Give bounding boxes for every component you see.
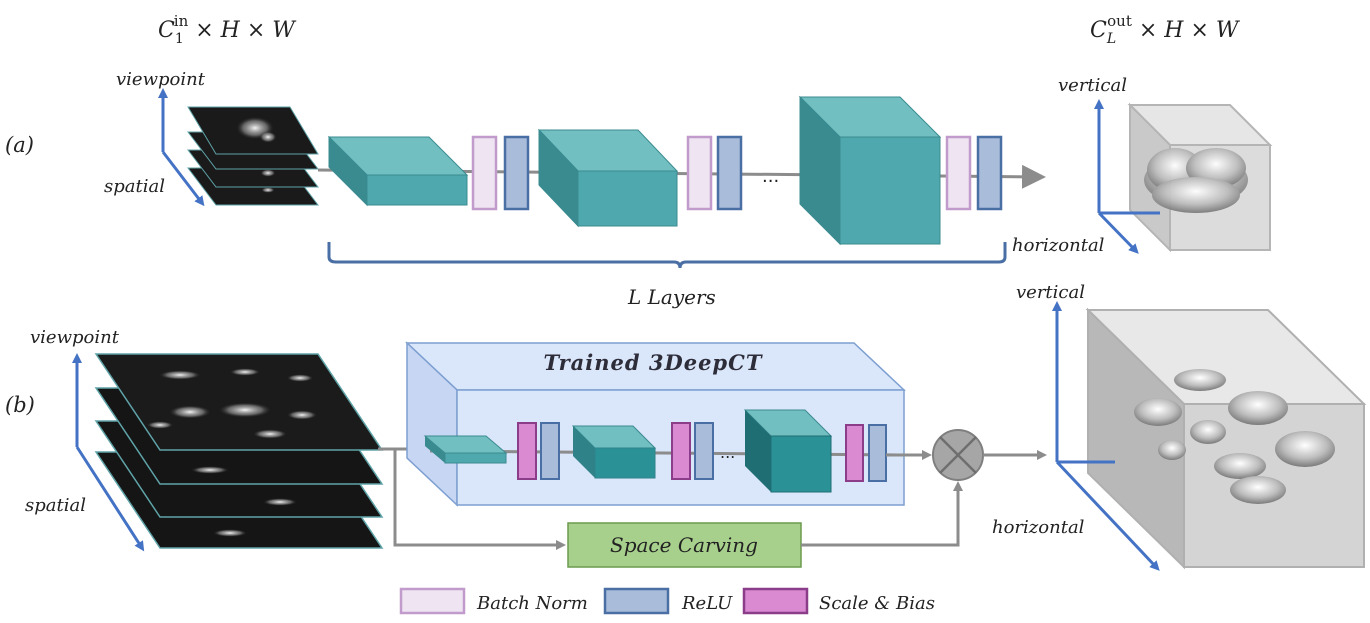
layers-brace [327, 242, 1007, 269]
legend-label-batch-norm: Batch Norm [476, 593, 588, 614]
multiply-node-icon [932, 429, 984, 481]
relu-b2 [694, 422, 714, 480]
panel-a-label: (a) [5, 133, 34, 157]
scale-bias-b1 [517, 422, 537, 480]
carving-out-arrow [801, 481, 963, 547]
relu-a1 [503, 135, 530, 211]
axis-label-vertical-b: vertical [1016, 282, 1085, 303]
input-axes-a: viewpoint spatial [104, 69, 206, 207]
ellipsis-a: ... [762, 166, 779, 187]
input-image-stack-b [94, 353, 384, 549]
panel-b-label: (b) [5, 393, 35, 417]
conv-block-b1 [423, 435, 508, 464]
cloud-a [1144, 148, 1248, 213]
relu-a3 [976, 135, 1003, 211]
output-cube-a [1127, 102, 1273, 253]
scale-bias-b2 [671, 422, 691, 480]
axis-label-viewpoint-b: viewpoint [30, 327, 120, 348]
axis-label-horizontal: horizontal [1012, 235, 1105, 256]
legend-label-scale-bias: Scale & Bias [819, 593, 935, 614]
input-dim-label: C1in × H × W [158, 12, 297, 47]
conv-block-b3 [743, 409, 833, 493]
conv-block-a1 [327, 135, 469, 207]
input-image-stack-a [186, 106, 320, 206]
batchnorm-a1 [471, 135, 498, 211]
output-axes-b: vertical horizontal [992, 282, 1160, 571]
relu-b3 [868, 424, 887, 482]
output-axes-a: vertical horizontal [1012, 75, 1160, 256]
ellipsis-b: ... [720, 443, 735, 462]
axis-label-vertical: vertical [1058, 75, 1127, 96]
axis-label-spatial: spatial [104, 176, 165, 197]
batchnorm-a3 [945, 135, 972, 211]
legend-swatch-scale-bias [742, 587, 809, 615]
legend: Batch Norm ReLU Scale & Bias [399, 587, 935, 615]
axis-label-spatial-b: spatial [25, 495, 86, 516]
l-layers-label: L Layers [627, 285, 716, 309]
output-dim-label: CLout × H × W [1090, 12, 1241, 47]
network-title: Trained 3DeepCT [544, 350, 763, 375]
legend-label-relu: ReLU [681, 593, 733, 614]
scale-bias-b3 [845, 424, 864, 482]
input-axes-b: viewpoint spatial [25, 327, 145, 552]
space-carving-label: Space Carving [610, 533, 758, 557]
batchnorm-a2 [686, 135, 713, 211]
clouds-b [1134, 369, 1335, 504]
relu-b1 [540, 422, 560, 480]
space-carving-box: Space Carving [567, 522, 802, 568]
axis-label-horizontal-b: horizontal [992, 517, 1085, 538]
legend-swatch-relu [603, 587, 670, 615]
conv-block-a2 [537, 128, 679, 228]
output-cube-b [1085, 307, 1367, 570]
relu-a2 [716, 135, 743, 211]
legend-swatch-batch-norm [399, 587, 466, 615]
conv-block-b2 [571, 425, 657, 479]
conv-block-a3 [798, 95, 942, 246]
axis-label-viewpoint: viewpoint [116, 69, 206, 90]
